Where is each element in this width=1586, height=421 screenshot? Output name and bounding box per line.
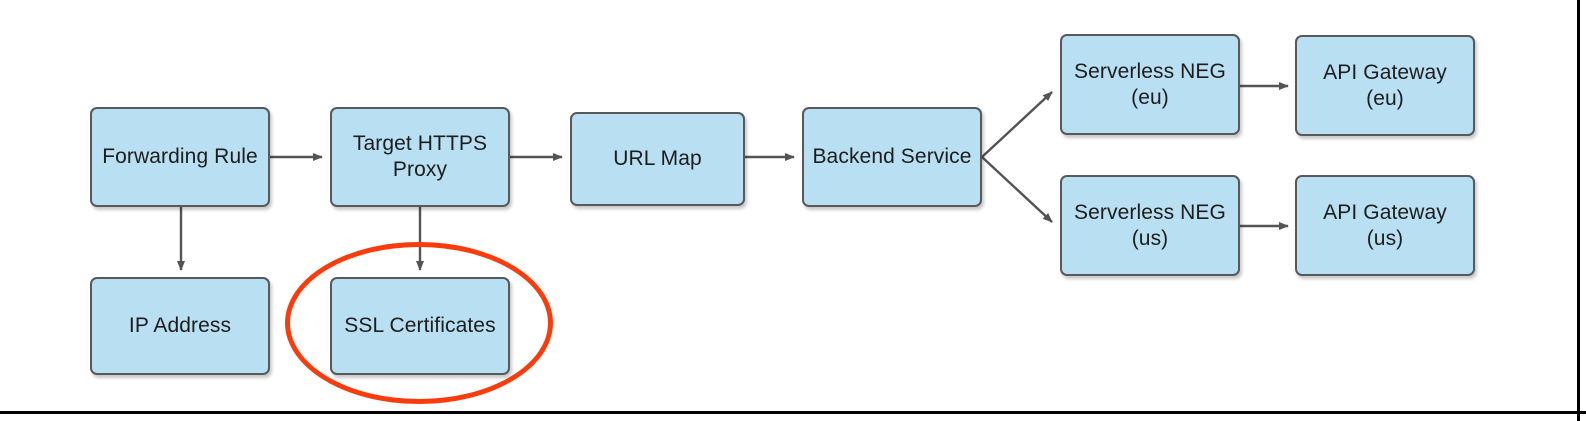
ssl-certificates-highlight-ellipse	[285, 242, 553, 404]
node-serverless-neg-us[interactable]: Serverless NEG (us)	[1060, 175, 1240, 276]
node-ssl-certificates[interactable]: SSL Certificates	[330, 277, 510, 375]
node-target-https-proxy[interactable]: Target HTTPS Proxy	[330, 107, 510, 207]
node-forwarding-rule[interactable]: Forwarding Rule	[90, 107, 270, 207]
frame-bottom-border	[0, 411, 1586, 414]
edge-backend-service-to-serverless-neg-eu	[981, 91, 1053, 158]
node-serverless-neg-eu[interactable]: Serverless NEG (eu)	[1060, 34, 1240, 135]
node-ip-address[interactable]: IP Address	[90, 277, 270, 375]
edge-backend-service-to-serverless-neg-us	[981, 156, 1053, 223]
node-url-map[interactable]: URL Map	[570, 112, 745, 206]
node-api-gateway-us[interactable]: API Gateway (us)	[1295, 175, 1475, 276]
frame-right-border	[1577, 0, 1580, 421]
node-backend-service[interactable]: Backend Service	[802, 107, 982, 207]
node-api-gateway-eu[interactable]: API Gateway (eu)	[1295, 35, 1475, 136]
